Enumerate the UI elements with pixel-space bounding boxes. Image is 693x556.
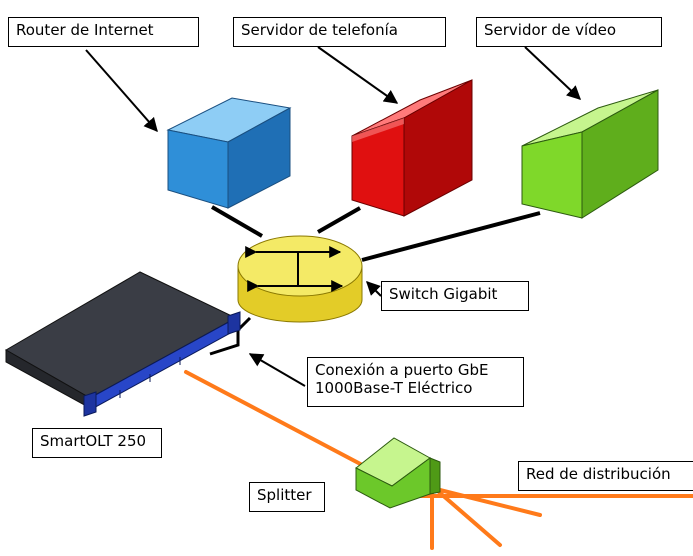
splitter-label: Splitter <box>249 482 325 512</box>
router-box <box>166 97 292 209</box>
switch-cylinder <box>237 235 363 323</box>
video-server-label: Servidor de vídeo <box>476 17 662 47</box>
olt-to-splitter-fiber <box>184 370 370 470</box>
telephony-server-label: Servidor de telefonía <box>233 17 446 47</box>
splitter-fiber-branch-3 <box>438 488 542 517</box>
telephony-server-box <box>351 79 473 217</box>
splitter-fiber-branch-1 <box>430 484 502 547</box>
splitter-device <box>355 437 441 509</box>
router-pointer-arrow <box>85 49 158 133</box>
video-pointer-arrow <box>524 46 582 100</box>
distribution-network-label: Red de distribución <box>518 461 693 491</box>
switch-arrows-icon <box>245 246 344 292</box>
pointer-arrows <box>85 46 582 387</box>
router-to-switch-link <box>210 205 264 238</box>
connection-pointer-arrow <box>248 353 306 387</box>
fiber-links <box>184 370 693 550</box>
telephony-to-switch-link <box>317 206 361 234</box>
olt-label: SmartOLT 250 <box>32 428 162 458</box>
video-server-box <box>521 89 659 219</box>
video-to-switch-link <box>361 211 541 262</box>
router-label: Router de Internet <box>8 17 199 47</box>
connection-label-line2: 1000Base-T Eléctrico <box>315 379 473 397</box>
telephony-pointer-arrow <box>317 46 399 104</box>
switch-pointer-arrow <box>366 281 382 297</box>
ethernet-links <box>209 205 541 356</box>
connection-label: Conexión a puerto GbE 1000Base-T Eléctri… <box>307 357 524 407</box>
switch-label: Switch Gigabit <box>381 281 529 311</box>
switch-to-olt-link <box>209 316 252 356</box>
smartolt-device <box>4 271 241 417</box>
connection-label-line1: Conexión a puerto GbE <box>315 361 489 379</box>
